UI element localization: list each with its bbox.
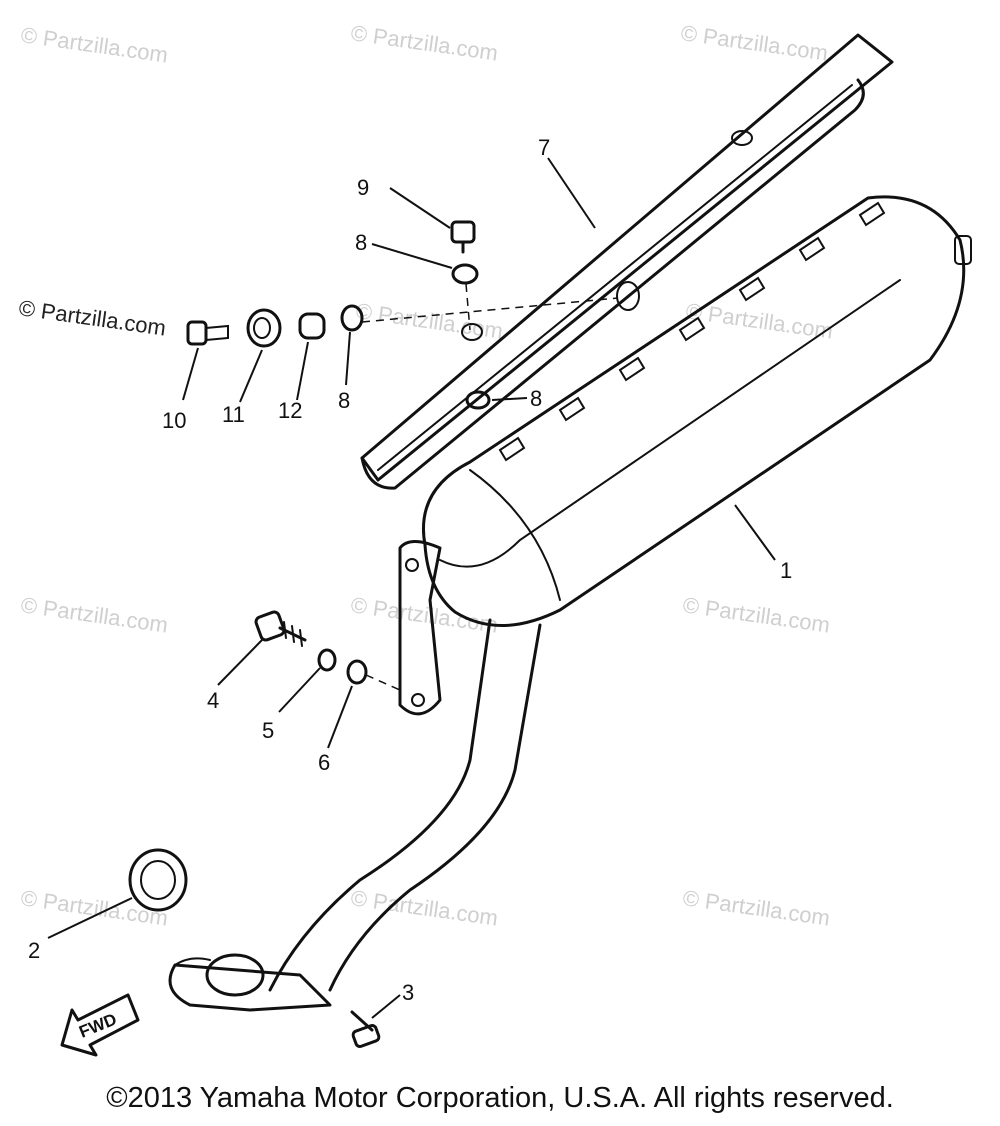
callout-10: 10 <box>162 408 186 433</box>
bolt-part-3 <box>350 1010 381 1048</box>
callout-3: 3 <box>402 980 414 1005</box>
fwd-label: FWD <box>76 1010 119 1042</box>
heat-guard-part-7 <box>360 33 894 490</box>
exhaust-pipe <box>168 618 542 1012</box>
callout-8-top: 8 <box>355 230 367 255</box>
watermark-grid: © Partzilla.com © Partzilla.com © Partzi… <box>17 20 834 930</box>
callout-12: 12 <box>278 398 302 423</box>
muffler-fins <box>498 201 886 462</box>
callout-11: 11 <box>222 402 245 427</box>
watermark: © Partzilla.com <box>19 592 169 637</box>
bolt-part-10 <box>186 320 229 346</box>
watermark: © Partzilla.com <box>349 20 499 65</box>
washer-part-5 <box>317 648 337 672</box>
callouts: 1 2 3 4 5 6 7 8 8 8 9 10 11 12 <box>28 135 792 1005</box>
washer-part-8-bottom <box>465 390 491 410</box>
callout-8-left: 8 <box>338 388 350 413</box>
callout-2: 2 <box>28 938 40 963</box>
grommet-part-11 <box>246 308 282 348</box>
assembly-line <box>361 297 619 323</box>
watermark-prominent: © Partzilla.com <box>17 295 167 340</box>
forward-direction-arrow: FWD <box>60 993 140 1057</box>
washer-part-8-left <box>340 304 364 332</box>
callout-8-right: 8 <box>530 386 542 411</box>
muffler-part-1 <box>398 195 972 716</box>
assembly-line <box>365 674 401 691</box>
callout-5: 5 <box>262 718 274 743</box>
watermark: © Partzilla.com <box>349 885 499 930</box>
copyright-notice: ©2013 Yamaha Motor Corporation, U.S.A. A… <box>106 1082 894 1114</box>
collar-part-12 <box>298 312 326 340</box>
watermark: © Partzilla.com <box>679 20 829 65</box>
callout-4: 4 <box>207 688 219 713</box>
bolt-part-9 <box>450 220 476 254</box>
callout-1: 1 <box>780 558 792 583</box>
callout-6: 6 <box>318 750 330 775</box>
watermark: © Partzilla.com <box>681 592 831 637</box>
leader-lines <box>47 157 776 1019</box>
washer-part-8-top <box>451 263 479 285</box>
callout-7: 7 <box>538 135 550 160</box>
watermark: © Partzilla.com <box>349 592 499 637</box>
callout-9: 9 <box>357 175 369 200</box>
watermark: © Partzilla.com <box>681 885 831 930</box>
bolt-part-4 <box>254 610 307 647</box>
watermark: © Partzilla.com <box>19 22 169 67</box>
assembly-line <box>465 283 471 331</box>
gasket-part-2 <box>128 848 188 912</box>
washer-part-6 <box>346 659 368 685</box>
